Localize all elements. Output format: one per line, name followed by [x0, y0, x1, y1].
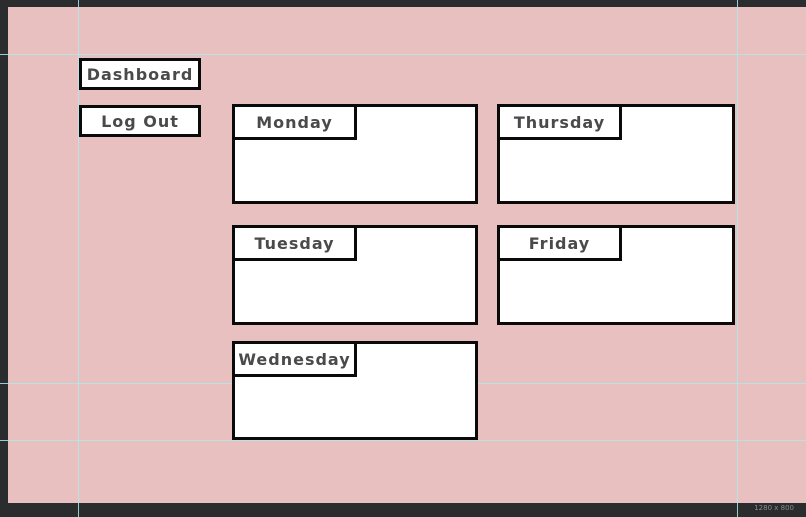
day-card-friday[interactable]: Friday	[497, 225, 735, 325]
day-card-monday[interactable]: Monday	[232, 104, 478, 204]
day-card-title: Friday	[500, 228, 622, 261]
canvas-size-label: 1280 x 800	[754, 504, 794, 512]
guide-line-horizontal[interactable]	[0, 440, 806, 441]
day-card-tuesday[interactable]: Tuesday	[232, 225, 478, 325]
logout-button[interactable]: Log Out	[79, 105, 201, 137]
dashboard-button[interactable]: Dashboard	[79, 58, 201, 90]
day-card-title: Wednesday	[235, 344, 357, 377]
day-card-title: Monday	[235, 107, 357, 140]
day-card-wednesday[interactable]: Wednesday	[232, 341, 478, 440]
guide-line-vertical[interactable]	[78, 0, 79, 517]
guide-line-horizontal[interactable]	[0, 54, 806, 55]
day-card-title: Thursday	[500, 107, 622, 140]
day-card-thursday[interactable]: Thursday	[497, 104, 735, 204]
day-card-title: Tuesday	[235, 228, 357, 261]
guide-line-vertical[interactable]	[737, 0, 738, 517]
